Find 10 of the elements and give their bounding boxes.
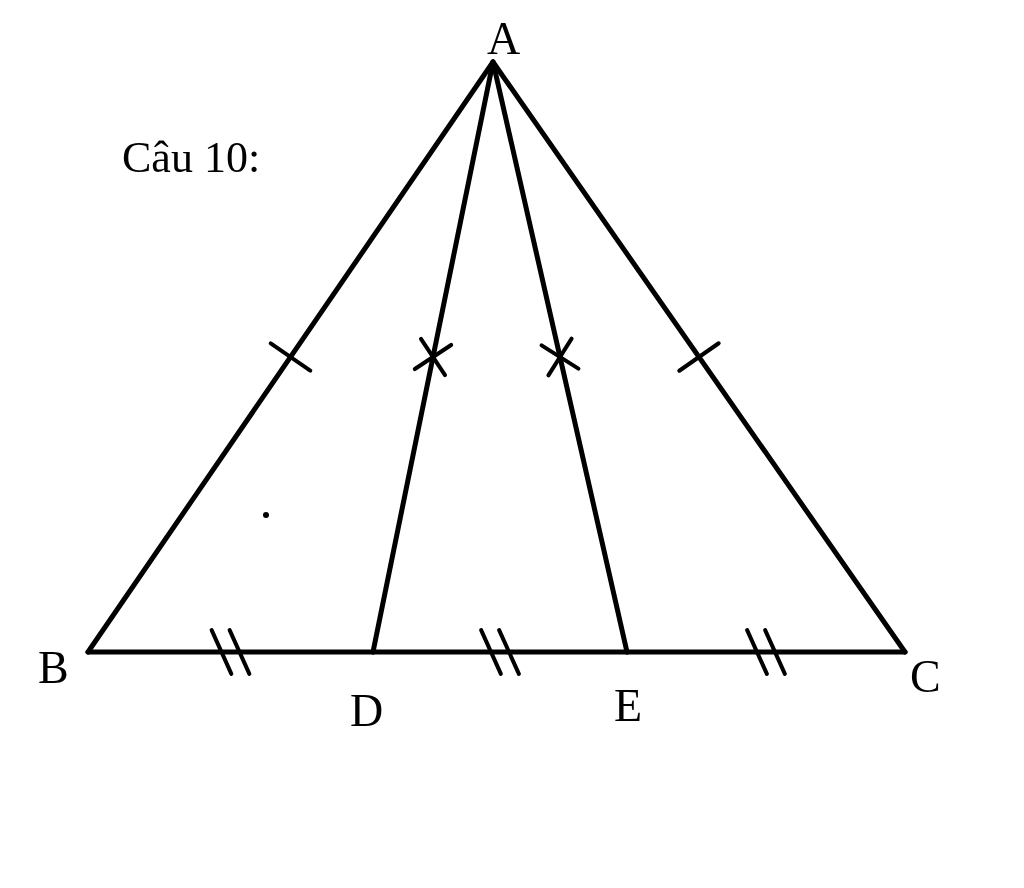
question-number: Câu 10: (122, 134, 261, 182)
line-segment (85, 649, 376, 655)
vertex-label: E (614, 683, 643, 729)
vertex-label: B (38, 645, 69, 691)
line-segment (490, 59, 908, 655)
line-segment (624, 649, 908, 655)
vertex-label: A (487, 16, 521, 62)
vertex-label: D (350, 688, 384, 734)
vertex-label: C (910, 654, 941, 700)
line-segment (370, 649, 630, 655)
